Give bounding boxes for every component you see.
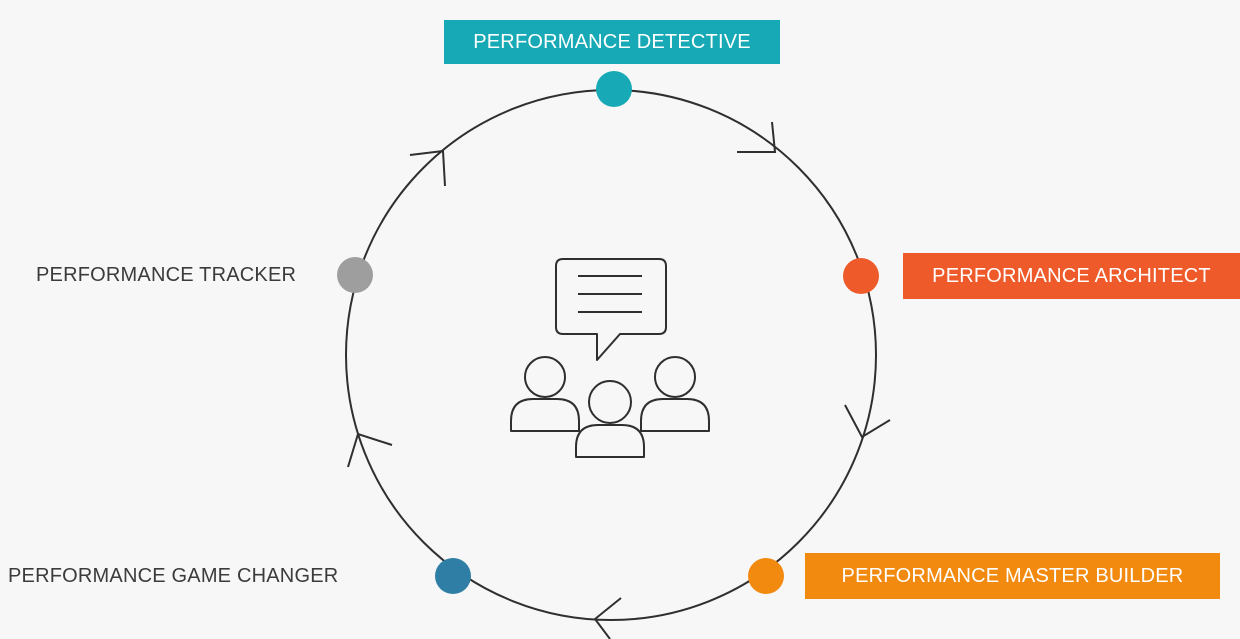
person-right-body-icon [640, 398, 710, 432]
arrow-bottom-icon [593, 597, 622, 639]
cycle-ring [345, 89, 877, 621]
stage-label-detective: PERFORMANCE DETECTIVE [444, 20, 780, 64]
stage-label-architect: PERFORMANCE ARCHITECT [903, 253, 1240, 299]
arrow-right-icon [844, 404, 891, 439]
stage-node-game-changer [435, 558, 471, 594]
person-center-head-icon [588, 380, 632, 424]
speech-bubble-icon [555, 258, 667, 361]
stage-node-master-builder [748, 558, 784, 594]
stage-label-game-changer: PERFORMANCE GAME CHANGER [8, 565, 339, 587]
person-center-body-icon [575, 424, 645, 458]
person-right-head-icon [654, 356, 696, 398]
person-left-head-icon [524, 356, 566, 398]
stage-node-detective [596, 71, 632, 107]
person-left-body-icon [510, 398, 580, 432]
arrow-top-right-icon [737, 121, 777, 153]
stage-node-tracker [337, 257, 373, 293]
stage-label-tracker: PERFORMANCE TRACKER [36, 264, 297, 286]
stage-node-architect [843, 258, 879, 294]
arrow-top-left-icon [409, 149, 446, 187]
stage-label-master-builder: PERFORMANCE MASTER BUILDER [805, 553, 1220, 599]
team-discussion-icon [510, 258, 710, 458]
arrow-left-icon [347, 432, 393, 468]
